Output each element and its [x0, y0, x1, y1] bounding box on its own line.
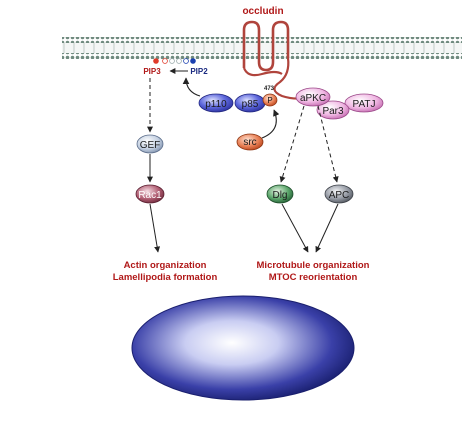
- rac1-node: Rac1: [135, 184, 165, 204]
- svg-text:Dlg: Dlg: [272, 190, 287, 201]
- src-node: src: [236, 133, 264, 151]
- patj-node: PATJ: [344, 93, 384, 113]
- occludin-label: occludin: [242, 6, 283, 17]
- svg-text:aPKC: aPKC: [300, 93, 326, 104]
- pip3-dot: [153, 58, 159, 64]
- svg-text:APC: APC: [329, 190, 350, 201]
- apc-to-microtubule-arrow: [315, 203, 339, 253]
- svg-text:PATJ: PATJ: [353, 99, 376, 110]
- pip2-label: PIP2: [190, 67, 208, 76]
- occludin-protein: [242, 20, 321, 100]
- rac1-to-actin-arrow: [149, 203, 161, 253]
- par3-node: Par3: [316, 100, 350, 120]
- src-to-p-arrow: [261, 109, 280, 139]
- dlg-node: Dlg: [266, 184, 294, 204]
- phospho-site-label: 473: [264, 86, 275, 92]
- actin-outcome-line2: Lamellipodia formation: [113, 272, 218, 283]
- apkc-node: aPKC: [295, 87, 331, 107]
- pip2-dot: [190, 58, 196, 64]
- cell-membrane: [62, 37, 462, 59]
- pip-dots: [153, 58, 196, 64]
- dlg-to-microtubule-arrow: [281, 203, 309, 253]
- phospho-p-node: P: [262, 93, 278, 107]
- svg-text:src: src: [243, 137, 256, 148]
- pip3-label: PIP3: [143, 67, 161, 76]
- actin-outcome-line1: Actin organization: [124, 260, 207, 271]
- microtubule-outcome-line2: MTOC reorientation: [269, 272, 358, 283]
- apkc-to-apc-arrow: [317, 105, 339, 183]
- svg-text:p85: p85: [242, 99, 259, 110]
- nucleus: [131, 295, 355, 401]
- p110-node: p110: [198, 93, 234, 113]
- svg-text:p110: p110: [205, 99, 227, 110]
- pi3k-to-pip-arrow: [182, 77, 201, 97]
- apc-node: APC: [324, 184, 354, 204]
- svg-text:Par3: Par3: [322, 106, 344, 117]
- apkc-to-dlg-arrow: [279, 105, 305, 183]
- svg-text:P: P: [267, 96, 272, 105]
- svg-text:GEF: GEF: [140, 140, 161, 151]
- p85-node: p85: [234, 93, 266, 113]
- svg-text:Rac1: Rac1: [138, 190, 162, 201]
- microtubule-outcome-line1: Microtubule organization: [257, 260, 370, 271]
- gef-node: GEF: [136, 134, 164, 154]
